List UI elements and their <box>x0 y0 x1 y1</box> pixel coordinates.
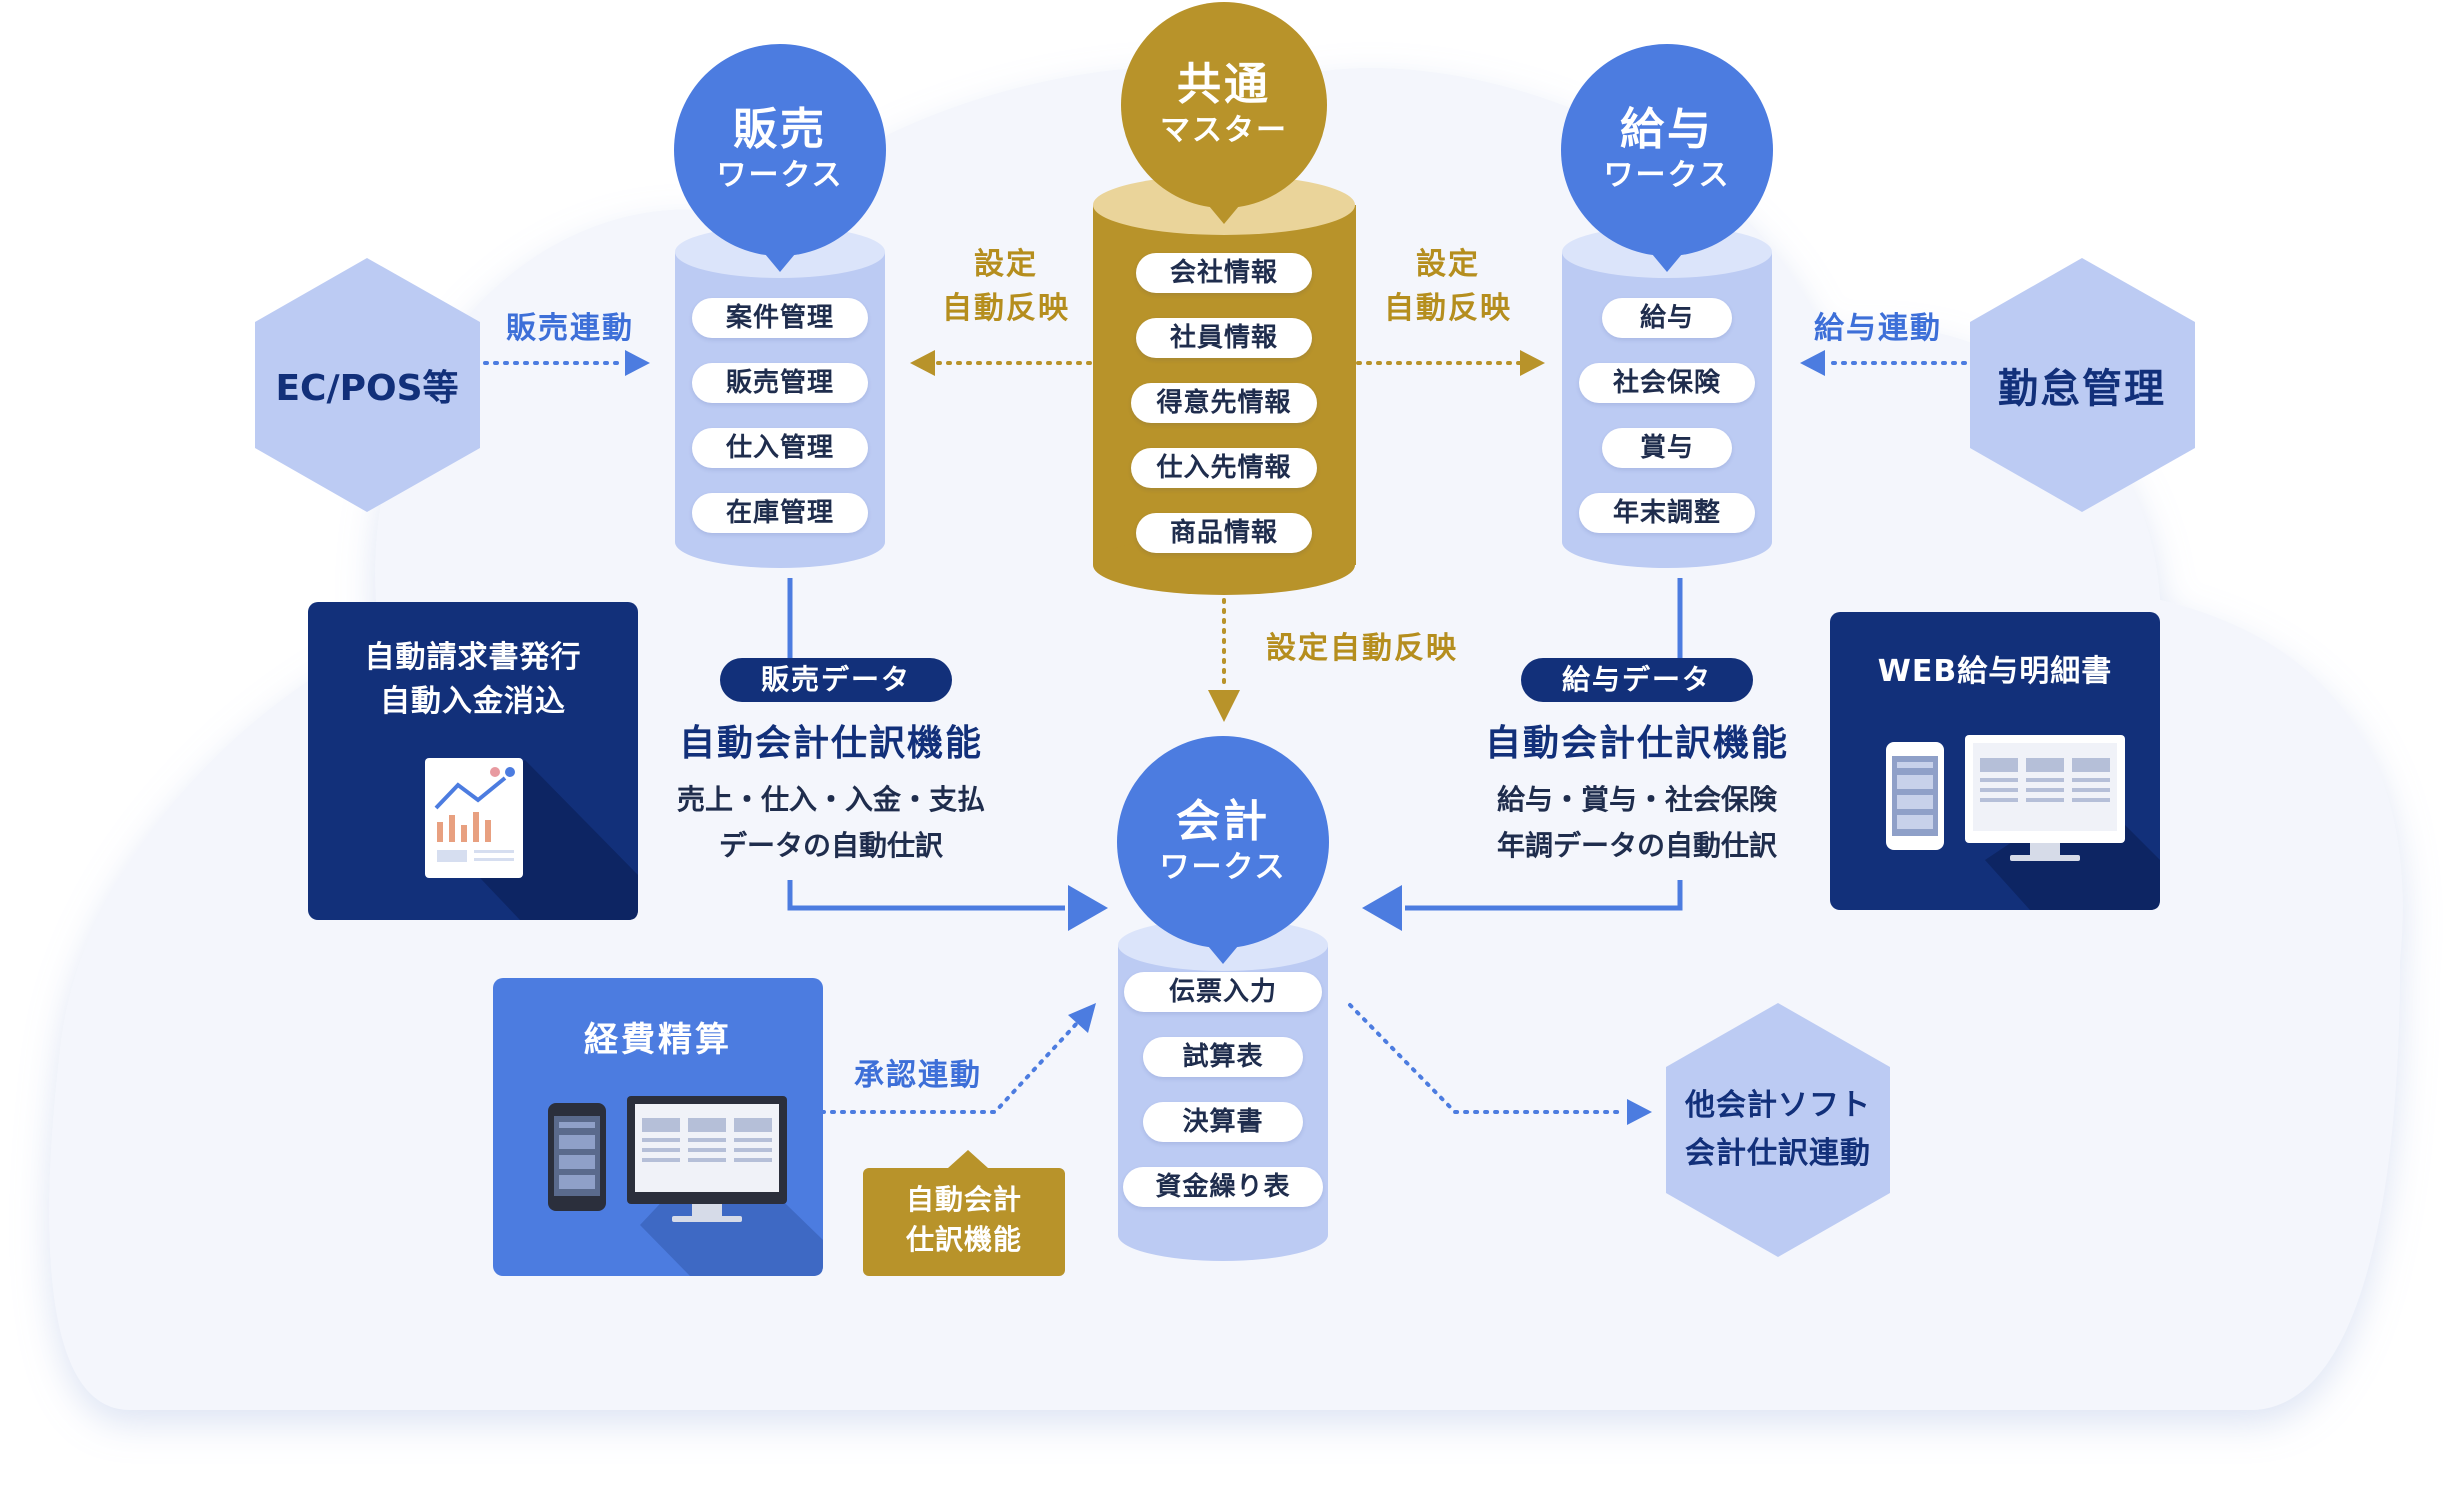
payroll-item: 年末調整 <box>1579 493 1755 533</box>
accounting-to-other-line <box>1348 1003 1627 1114</box>
accounting-to-other-arrowhead <box>1627 1099 1652 1125</box>
accounting-item: 試算表 <box>1143 1037 1303 1077</box>
accounting-subtitle: ワークス <box>1159 850 1287 885</box>
accounting-item: 伝票入力 <box>1124 972 1322 1012</box>
payroll-to-accounting-line-2 <box>1405 880 1683 911</box>
right-setting-line2: 自動反映 <box>1384 291 1512 326</box>
master-item: 得意先情報 <box>1131 383 1317 423</box>
payslip-monitor-icon <box>1965 735 2125 861</box>
attendance-to-payroll-arrowhead <box>1800 350 1825 376</box>
master-to-sales-arrowhead <box>910 350 935 376</box>
master-to-payroll-arrowhead <box>1520 350 1545 376</box>
payroll-to-accounting-arrowhead <box>1362 885 1402 931</box>
sales-title: 販売 <box>732 104 827 155</box>
invoice-box-title: 自動請求書発行 自動入金消込 <box>365 636 582 724</box>
ec-to-sales-arrowhead <box>625 350 650 376</box>
payroll-data-tag: 給与データ <box>1521 658 1753 702</box>
payslip-phone-icon <box>1886 742 1944 850</box>
sales-link-label: 販売連動 <box>506 311 634 346</box>
other-soft-hexagon <box>1666 1003 1890 1257</box>
sales-feature-title: 自動会計仕訳機能 <box>678 723 984 764</box>
web-payslip-title: WEB給与明細書 <box>1877 654 2113 689</box>
master-item: 商品情報 <box>1136 513 1312 553</box>
expense-to-accounting-arrowhead <box>1068 1003 1096 1033</box>
ec-pos-label: EC/POS等 <box>275 368 459 409</box>
payroll-item: 社会保険 <box>1579 363 1755 403</box>
ec-pos-hexagon <box>255 258 480 512</box>
sales-feature-line2: データの自動仕訳 <box>718 829 944 862</box>
invoice-line2: 自動入金消込 <box>380 684 566 719</box>
sales-subtitle: ワークス <box>716 158 844 193</box>
master-to-accounting-arrowhead <box>1208 690 1240 722</box>
payroll-feature-desc: 給与・賞与・社会保険 年調データの自動仕訳 <box>1497 777 1777 869</box>
other-soft-label: 他会計ソフト 会計仕訳連動 <box>1685 1082 1871 1178</box>
left-setting-line1: 設定 <box>974 247 1038 282</box>
auto-journal-line1: 自動会計 <box>905 1183 1023 1216</box>
expense-to-accounting-line <box>820 1020 1080 1114</box>
master-title: 共通 <box>1177 59 1271 110</box>
accounting-item: 決算書 <box>1143 1102 1303 1142</box>
sales-feature-line1: 売上・仕入・入金・支払 <box>676 783 986 816</box>
sales-to-accounting-line-2 <box>787 880 1065 911</box>
payroll-item: 賞与 <box>1602 428 1732 468</box>
payroll-link-label: 給与連動 <box>1814 311 1942 346</box>
payroll-feature-line2: 年調データの自動仕訳 <box>1496 829 1778 862</box>
payroll-circle-label: 給与 ワークス <box>1603 104 1730 196</box>
payroll-circle <box>1561 44 1773 272</box>
sales-to-accounting-arrowhead <box>1068 885 1108 931</box>
auto-journal-box <box>863 1150 1065 1276</box>
accounting-item: 資金繰り表 <box>1123 1167 1323 1207</box>
attendance-hexagon <box>1970 258 2195 512</box>
accounting-circle <box>1117 736 1329 964</box>
accounting-cylinder <box>1118 919 1328 1261</box>
payroll-subtitle: ワークス <box>1603 158 1731 193</box>
approval-link-label: 承認連動 <box>854 1058 982 1093</box>
other-soft-line1: 他会計ソフト <box>1685 1088 1871 1123</box>
sales-feature-desc: 売上・仕入・入金・支払 データの自動仕訳 <box>677 777 985 869</box>
expense-title: 経費精算 <box>584 1020 732 1060</box>
invoice-document-icon <box>425 758 523 878</box>
accounting-title: 会計 <box>1175 796 1270 847</box>
other-soft-line2: 会計仕訳連動 <box>1685 1136 1871 1171</box>
sales-circle <box>674 44 886 272</box>
sales-item: 案件管理 <box>692 298 868 338</box>
master-item: 社員情報 <box>1136 318 1312 358</box>
left-setting-line2: 自動反映 <box>942 291 1070 326</box>
sales-data-tag: 販売データ <box>720 658 952 702</box>
invoice-box <box>308 602 638 920</box>
accounting-circle-label: 会計 ワークス <box>1159 796 1286 888</box>
expense-phone-icon <box>548 1103 606 1211</box>
master-circle <box>1121 2 1327 224</box>
right-setting-line1: 設定 <box>1416 247 1480 282</box>
right-setting-label: 設定 自動反映 <box>1384 243 1512 331</box>
sales-item: 販売管理 <box>692 363 868 403</box>
payroll-title: 給与 <box>1619 104 1714 155</box>
attendance-label: 勤怠管理 <box>1998 366 2166 412</box>
left-setting-label: 設定 自動反映 <box>942 243 1070 331</box>
invoice-line1: 自動請求書発行 <box>364 640 582 675</box>
expense-monitor-icon <box>627 1096 787 1222</box>
payroll-item: 給与 <box>1602 298 1732 338</box>
auto-journal-title: 自動会計 仕訳機能 <box>906 1180 1022 1260</box>
payroll-feature-title: 自動会計仕訳機能 <box>1484 723 1790 764</box>
master-circle-label: 共通 マスター <box>1160 59 1288 151</box>
master-item: 会社情報 <box>1136 253 1312 293</box>
expense-box <box>493 978 823 1276</box>
web-payslip-box <box>1830 612 2160 910</box>
sales-item: 仕入管理 <box>692 428 868 468</box>
payroll-feature-line1: 給与・賞与・社会保険 <box>1496 783 1778 816</box>
center-setting-label: 設定自動反映 <box>1266 631 1458 666</box>
sales-circle-label: 販売 ワークス <box>716 104 843 196</box>
sales-item: 在庫管理 <box>692 493 868 533</box>
master-item: 仕入先情報 <box>1131 448 1317 488</box>
auto-journal-line2: 仕訳機能 <box>905 1223 1023 1256</box>
master-subtitle: マスター <box>1160 113 1288 148</box>
